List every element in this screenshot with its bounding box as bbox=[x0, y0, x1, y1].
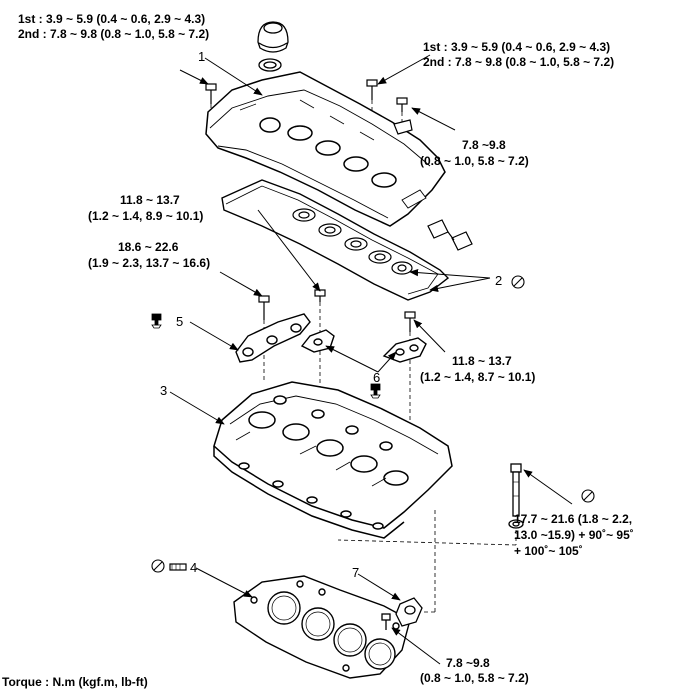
torque-head-bolt-line1: 17.7 ~ 21.6 (1.8 ~ 2.2, bbox=[514, 512, 633, 526]
bearing-cap-bolts bbox=[258, 289, 416, 332]
torque-center-cam-cap-value: 11.8 ~ 13.7 bbox=[120, 193, 180, 207]
camshaft-bearing-caps bbox=[235, 313, 427, 363]
no-reuse-icon bbox=[151, 559, 165, 573]
torque-ect-sensor-units: (0.8 ~ 1.0, 5.8 ~ 7.2) bbox=[420, 671, 529, 685]
cover-bolts bbox=[205, 79, 413, 135]
torque-head-bolt-line3: + 100˚~ 105˚ bbox=[514, 544, 583, 558]
pcv-valve bbox=[427, 219, 473, 251]
no-reuse-icon bbox=[511, 275, 525, 289]
torque-left-cam-cap-units: (1.9 ~ 2.3, 13.7 ~ 16.6) bbox=[88, 256, 211, 270]
part-number-1: 1 bbox=[198, 49, 206, 64]
sealant-icon bbox=[370, 383, 381, 399]
torque-cover-bolt-2nd-right: 2nd : 7.8 ~ 9.8 (0.8 ~ 1.0, 5.8 ~ 7.2) bbox=[423, 55, 615, 69]
torque-center-cam-cap-units: (1.2 ~ 1.4, 8.9 ~ 10.1) bbox=[88, 209, 204, 223]
leader-lines bbox=[169, 54, 573, 665]
torque-right-cam-cap-value: 11.8 ~ 13.7 bbox=[452, 354, 512, 368]
torque-head-bolt-line2: 13.0 ~15.9) + 90˚~ 95˚ bbox=[514, 528, 634, 542]
oil-filler-cap bbox=[257, 21, 289, 53]
torque-bracket-bolt-units: (0.8 ~ 1.0, 5.8 ~ 7.2) bbox=[420, 154, 529, 168]
head-cover-gasket bbox=[221, 179, 450, 301]
sealant-icon bbox=[151, 313, 162, 329]
torque-cover-bolt-2nd-left: 2nd : 7.8 ~ 9.8 (0.8 ~ 1.0, 5.8 ~ 7.2) bbox=[18, 27, 210, 41]
coolant-temp-sensor bbox=[381, 597, 423, 630]
plug-bolt bbox=[169, 563, 187, 571]
torque-right-cam-cap-units: (1.2 ~ 1.4, 8.7 ~ 10.1) bbox=[420, 370, 536, 384]
no-reuse-icon bbox=[581, 489, 595, 503]
part-number-2: 2 bbox=[495, 273, 503, 288]
part-number-3: 3 bbox=[160, 383, 168, 398]
part-number-7: 7 bbox=[352, 565, 360, 580]
torque-cover-bolt-1st-left: 1st : 3.9 ~ 5.9 (0.4 ~ 0.6, 2.9 ~ 4.3) bbox=[18, 12, 206, 26]
cylinder-head-gasket bbox=[233, 575, 411, 679]
part-number-5: 5 bbox=[176, 314, 184, 329]
spark-plug-tube-seals bbox=[292, 208, 413, 275]
torque-ect-sensor-value: 7.8 ~9.8 bbox=[446, 656, 490, 670]
cylinder-head bbox=[213, 381, 453, 539]
part-number-6: 6 bbox=[373, 370, 381, 385]
torque-bracket-bolt-value: 7.8 ~9.8 bbox=[462, 138, 506, 152]
cap-gasket bbox=[258, 58, 282, 72]
torque-cover-bolt-1st-right: 1st : 3.9 ~ 5.9 (0.4 ~ 0.6, 2.9 ~ 4.3) bbox=[423, 40, 611, 54]
torque-left-cam-cap-value: 18.6 ~ 22.6 bbox=[118, 240, 179, 254]
head-bolt bbox=[508, 463, 524, 529]
part-number-4: 4 bbox=[190, 560, 198, 575]
torque-unit-legend: Torque : N.m (kgf.m, lb-ft) bbox=[2, 675, 148, 689]
cylinder-head-cover bbox=[205, 71, 446, 227]
